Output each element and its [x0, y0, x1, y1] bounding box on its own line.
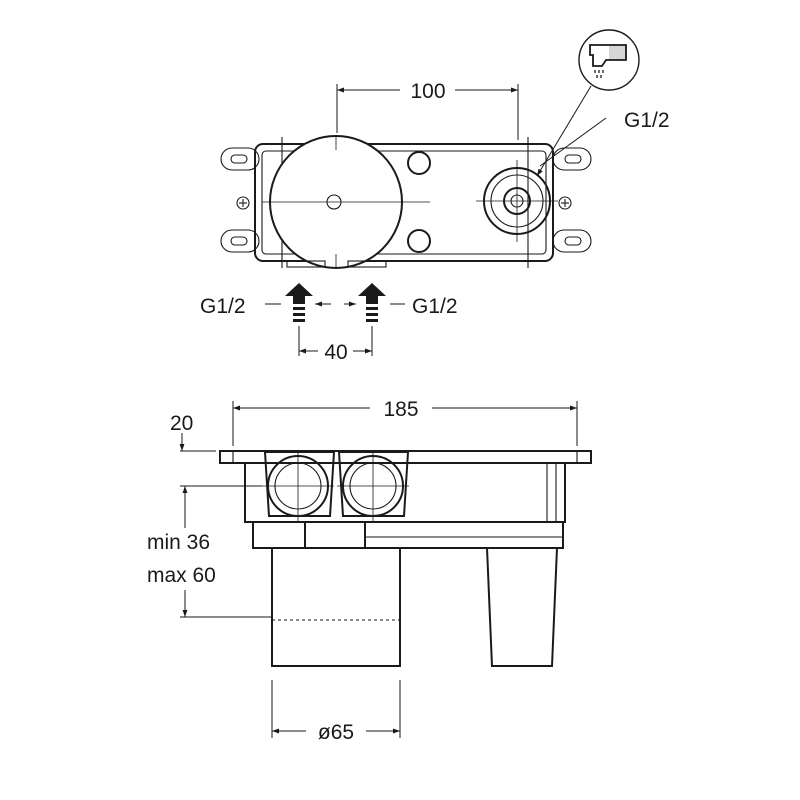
sleeve-large — [271, 547, 401, 667]
shower-head-icon — [578, 29, 640, 91]
dim-diameter-label: ø65 — [318, 721, 354, 744]
outlet-thread-label: G1/2 — [624, 109, 670, 132]
inlet-right-thread-label: G1/2 — [412, 295, 458, 318]
top-body-outline — [254, 143, 554, 262]
inlet-stub-left — [286, 260, 326, 268]
dim-185-label: 185 — [383, 398, 418, 421]
mounting-lug-left-bottom — [220, 229, 260, 253]
inlet-stub-right — [347, 260, 387, 268]
top-body-inner — [261, 150, 547, 255]
hole-bottom — [407, 229, 431, 253]
dim-max-label: max 60 — [147, 564, 216, 587]
screw-right — [558, 196, 572, 210]
mounting-lug-right-bottom — [552, 229, 592, 253]
top-view: 100 G1/2 — [200, 29, 670, 364]
screw-left — [236, 196, 250, 210]
hole-top — [407, 151, 431, 175]
sleeve-small — [485, 547, 559, 667]
inlet-left-thread-label: G1/2 — [200, 295, 246, 318]
mounting-lug-left-top — [220, 147, 260, 171]
dim-min-label: min 36 — [147, 531, 210, 554]
dim-100-label: 100 — [410, 80, 445, 103]
dim-20-label: 20 — [170, 412, 193, 435]
inlet-arrow-right — [358, 283, 386, 322]
front-inlet-left — [262, 450, 336, 522]
front-inlet-right — [337, 450, 410, 522]
mounting-lug-right-top — [552, 147, 592, 171]
dim-40-label: 40 — [324, 341, 347, 364]
outlet-port — [476, 160, 558, 242]
inlet-arrow-left — [285, 283, 313, 322]
front-view: 185 — [147, 398, 592, 744]
